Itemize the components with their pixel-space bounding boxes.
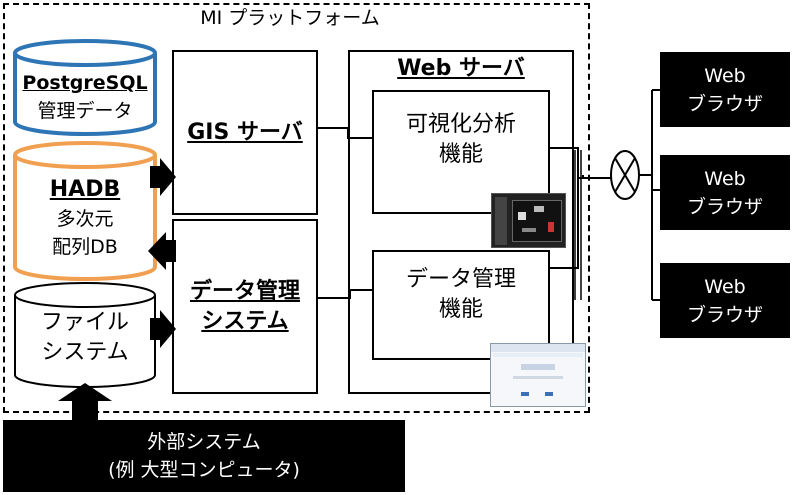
browser-1-line2: ブラウザ [686,92,763,115]
external-to-filesystem-arrow [58,383,112,422]
hadb-line1: 多次元 [56,208,114,230]
hadb-title: HADB [49,177,121,202]
switch-to-browsers-lines [639,89,660,301]
browser-3-line1: Web [704,275,746,298]
datamgmt-to-hadb-arrow [148,232,176,270]
platform-label: MI プラットフォーム [200,7,380,29]
hadb-cylinder [13,141,157,281]
visualization-line2: 機能 [438,142,483,167]
external-line2: (例 大型コンピュータ) [108,459,300,481]
data-function-line1: データ管理 [405,267,516,292]
filesystem-line2: システム [41,340,129,365]
gis-server-box: GIS サーバ [172,50,318,215]
filesystem-to-datamgmt-arrow [150,310,176,348]
hadb-line2: 配列DB [52,236,118,258]
hadb-db: HADB 多次元 配列DB [15,170,155,266]
hadb-to-gis-arrow [150,158,176,196]
web-server-title: Web サーバ [397,56,525,81]
postgres-subtitle: 管理データ [37,100,133,122]
postgres-title: PostgreSQL [22,72,148,94]
data-management-system-line2: システム [201,308,289,334]
gis-server-label: GIS サーバ [187,119,303,145]
network-switch-icon [610,150,640,200]
browser-1-line1: Web [704,64,746,87]
postgres-cylinder [13,39,157,136]
mi-platform-boundary [3,3,590,413]
web-browser-1: Web ブラウザ [660,52,790,127]
web-browser-2: Web ブラウザ [660,155,790,230]
data-function-line2: 機能 [438,297,483,322]
visualization-screenshot-thumbnail [491,193,566,248]
filesystem-line1: ファイル [40,310,129,335]
gis-to-visualization-line [316,127,372,139]
web-browser-3: Web ブラウザ [660,263,790,338]
data-management-screenshot-thumbnail [490,343,586,407]
external-line1: 外部システム [147,431,261,453]
datamgmt-to-function-line [316,289,372,299]
browser-2-line2: ブラウザ [686,195,763,218]
web-server-title-wrap: Web サーバ [348,54,574,84]
filesystem: ファイル システム [15,304,155,372]
browser-3-line2: ブラウザ [686,303,763,326]
postgres-db: PostgreSQL 管理データ [15,66,155,128]
web-server-links [549,147,611,269]
data-management-system-line1: データ管理 [189,278,300,304]
external-system-box: 外部システム (例 大型コンピュータ) [3,420,405,492]
visualization-line1: 可視化分析 [405,112,516,137]
data-management-function-box: データ管理 機能 [372,250,550,360]
data-management-system-box: データ管理 システム [172,219,318,394]
browser-2-line1: Web [704,167,746,190]
